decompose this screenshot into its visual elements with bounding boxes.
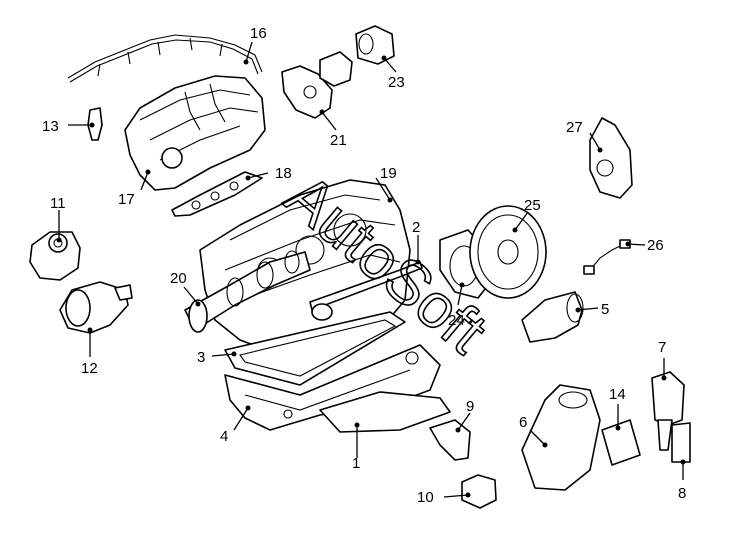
part-27-bracket <box>589 117 633 199</box>
part-23-throttle-body <box>319 25 395 87</box>
callout-14: 14 <box>609 386 626 403</box>
callout-5: 5 <box>601 301 609 318</box>
part-6-filter-housing <box>521 384 601 491</box>
callout-13: 13 <box>42 118 59 135</box>
part-11-water-pump <box>29 231 81 281</box>
callout-18: 18 <box>275 165 292 182</box>
part-20-crankshaft <box>184 250 311 333</box>
callout-4: 4 <box>220 428 228 445</box>
part-14-plate <box>601 419 641 466</box>
callout-20: 20 <box>170 270 187 287</box>
callout-21: 21 <box>330 132 347 149</box>
callout-24: 24 <box>448 312 465 329</box>
leader-lines <box>56 41 686 498</box>
part-3-pan-gasket <box>224 311 406 386</box>
callout-23: 23 <box>388 74 405 91</box>
callout-25: 25 <box>524 197 541 214</box>
callout-labels: 1 2 3 4 5 6 7 8 9 10 11 12 13 14 16 17 1… <box>42 25 686 506</box>
part-2-rod <box>309 261 423 321</box>
callout-26: 26 <box>647 237 664 254</box>
callout-19: 19 <box>380 165 397 182</box>
part-25-flywheel <box>469 205 547 299</box>
part-1-baffle <box>319 391 451 433</box>
part-21-thermostat-housing <box>281 65 333 119</box>
part-16-wiring-harness <box>67 34 263 83</box>
part-26-sensor <box>583 239 631 275</box>
callout-1: 1 <box>352 455 360 472</box>
part-8-tube <box>671 422 691 463</box>
callout-12: 12 <box>81 360 98 377</box>
callout-6: 6 <box>519 414 527 431</box>
part-7-filter-element <box>651 371 685 451</box>
callout-10: 10 <box>417 489 434 506</box>
callout-9: 9 <box>466 398 474 415</box>
part-17-intake-manifold <box>124 75 266 191</box>
part-9-bracket <box>429 419 471 461</box>
part-10-mount <box>461 474 497 509</box>
callout-11: 11 <box>50 195 66 212</box>
callout-16: 16 <box>250 25 267 42</box>
part-12-pump <box>59 281 133 334</box>
callout-27: 27 <box>566 119 583 136</box>
callout-3: 3 <box>197 349 205 366</box>
callout-7: 7 <box>658 339 666 356</box>
part-18-gaskets <box>171 171 263 217</box>
part-5-starter-motor <box>521 291 584 343</box>
callout-2: 2 <box>412 219 420 236</box>
callout-17: 17 <box>118 191 135 208</box>
callout-8: 8 <box>678 485 686 502</box>
